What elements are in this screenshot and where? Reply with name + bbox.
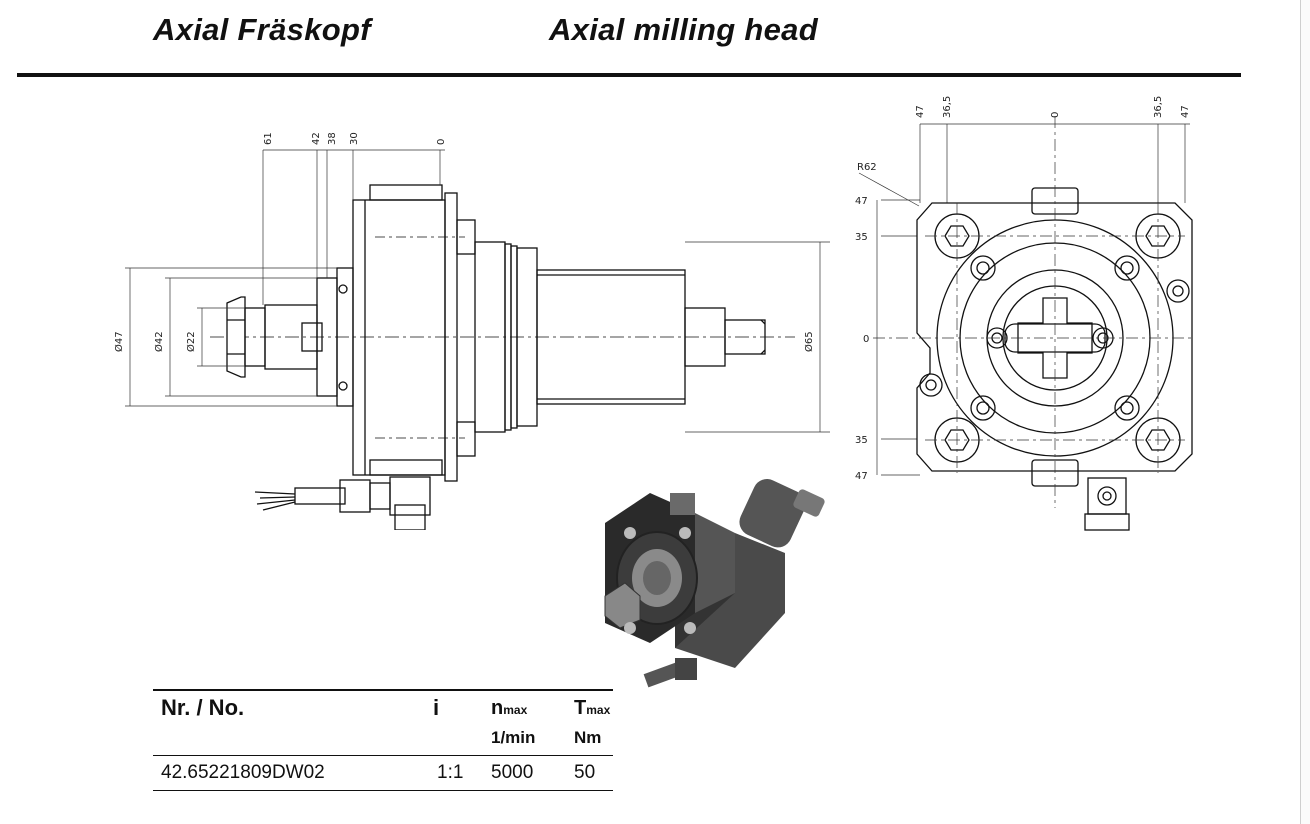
cell-tmax: 50 <box>574 762 596 783</box>
cell-nmax: 5000 <box>491 762 534 783</box>
isometric-render <box>604 479 825 688</box>
dim-42: 42 <box>311 132 322 145</box>
dim-left-0: 0 <box>863 334 869 345</box>
dim-top-36-5-left: 36,5 <box>942 96 953 118</box>
dim-left-35-top: 35 <box>855 232 868 243</box>
dim-38: 38 <box>327 132 338 145</box>
dim-d65: Ø65 <box>803 331 815 352</box>
cell-nr: 42.65221809DW02 <box>161 762 325 783</box>
col-header-tmax-unit: Nm <box>574 728 602 747</box>
title-german: Axial Fräskopf <box>153 12 371 47</box>
dim-top-47-right: 47 <box>1180 105 1191 118</box>
col-header-nmax-symbol: n <box>491 697 504 719</box>
col-header-tmax-symbol: T <box>574 697 587 719</box>
title-english: Axial milling head <box>549 12 818 47</box>
dim-d47: Ø47 <box>113 331 125 352</box>
dim-d22: Ø22 <box>185 331 197 352</box>
col-header-i: i <box>433 695 440 720</box>
side-view-drawing: 61 42 38 30 0 Ø47 Ø42 Ø22 Ø65 <box>113 132 830 530</box>
spec-table: Nr. / No. i nmax 1/min Tmax Nm 42.652218… <box>153 689 613 791</box>
dim-0: 0 <box>436 139 447 145</box>
cell-i: 1:1 <box>437 762 464 783</box>
col-header-nmax: nmax 1/min <box>483 690 566 756</box>
page-edge <box>1300 0 1310 824</box>
dim-top-0: 0 <box>1050 112 1061 118</box>
header-rule <box>17 73 1241 77</box>
dim-left-35-bottom: 35 <box>855 435 868 446</box>
col-header-nmax-sub: max <box>503 703 528 717</box>
dim-30: 30 <box>349 132 360 145</box>
dim-top-47-left: 47 <box>915 105 926 118</box>
col-header-tmax-sub: max <box>586 703 611 717</box>
col-header-nr: Nr. / No. <box>161 695 245 720</box>
dim-d42: Ø42 <box>153 331 165 352</box>
dim-radius-r62: R62 <box>857 162 877 173</box>
col-header-nmax-unit: 1/min <box>491 728 536 747</box>
dim-top-36-5-right: 36,5 <box>1153 96 1164 118</box>
table-row: 42.65221809DW02 1:1 5000 50 <box>153 756 613 791</box>
spec-table-header-row: Nr. / No. i nmax 1/min Tmax Nm <box>153 690 613 756</box>
dim-left-47-top: 47 <box>855 196 868 207</box>
dim-61: 61 <box>263 132 274 145</box>
dim-left-47-bottom: 47 <box>855 471 868 482</box>
front-view-drawing: 47 36,5 0 36,5 47 47 35 0 35 47 R62 <box>855 96 1195 531</box>
col-header-tmax: Tmax Nm <box>566 690 613 756</box>
